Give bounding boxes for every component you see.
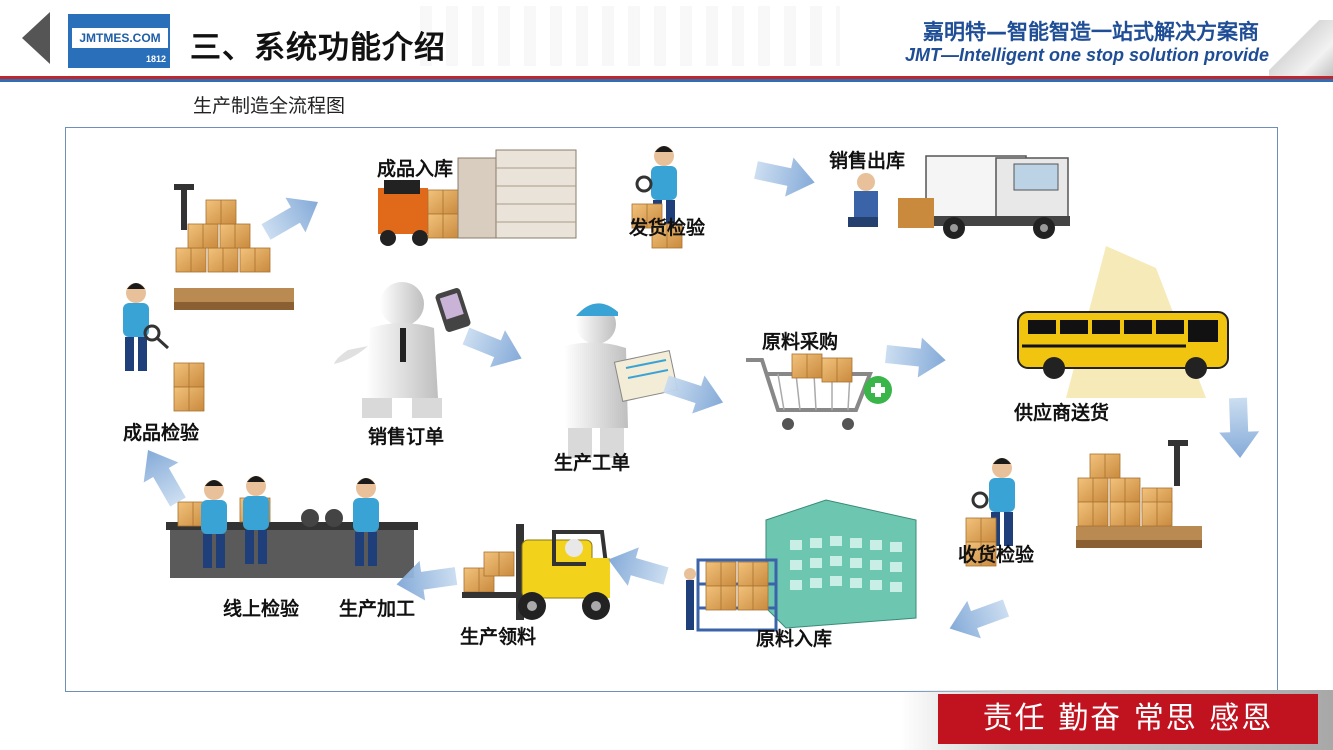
step-label-production-processing: 生产加工 (339, 598, 416, 620)
step-label-production-work-order: 生产工单 (554, 452, 631, 474)
sales-order-illustration (334, 282, 471, 418)
back-arrow-icon (22, 12, 50, 64)
arrow-shipping-inspection-to-delivery (751, 150, 819, 203)
header-divider-blue (0, 79, 1333, 82)
arrow-receiving-to-warehousing (942, 589, 1013, 648)
arrow-order-to-workorder (458, 317, 530, 378)
arrow-purchase-to-supplier (883, 334, 948, 381)
raw-material-warehousing-illustration (684, 499, 917, 632)
production-material-picking-illustration (462, 524, 610, 620)
step-label-receiving-inspection: 收货检验 (958, 544, 1035, 566)
receiving-inspection-illustration (965, 440, 1202, 567)
company-name-en: JMT—Intelligent one stop solution provid… (905, 45, 1269, 65)
logo-year: 1812 (145, 54, 166, 64)
production-work-order-illustration (564, 303, 679, 458)
company-logo: JMTMES.COM 1812 (66, 12, 172, 70)
arrow-inspection-to-finished-inspection (130, 440, 196, 512)
arrow-supplier-to-receiving (1218, 397, 1261, 459)
step-label-finished-goods-inspection: 成品检验 (123, 422, 200, 444)
finished-goods-warehousing-illustration (378, 149, 577, 246)
step-label-sales-order: 销售订单 (368, 426, 445, 448)
production-line-illustration (166, 476, 418, 578)
page-title: 三、系统功能介绍 (190, 30, 446, 66)
logo-text: JMTMES.COM (72, 28, 168, 48)
step-label-production-material-picking: 生产领料 (460, 626, 537, 648)
step-label-raw-material-purchase: 原料采购 (762, 331, 839, 353)
supplier-delivery-illustration (1017, 246, 1229, 398)
step-label-raw-material-warehousing: 原料入库 (756, 628, 833, 650)
step-label-supplier-delivery: 供应商送货 (1014, 402, 1110, 424)
page-curl-decoration (1269, 20, 1333, 80)
arrow-warehousing-to-picking (602, 540, 672, 596)
header-divider-red (0, 76, 1333, 79)
section-subtitle: 生产制造全流程图 (193, 95, 346, 117)
step-label-sales-delivery: 销售出库 (829, 150, 906, 172)
sales-delivery-illustration (848, 155, 1070, 239)
header-watermark (420, 6, 840, 66)
shipping-inspection-illustration (631, 146, 683, 249)
raw-material-purchase-illustration (746, 353, 892, 430)
finished-goods-inspection-illustration (123, 184, 294, 412)
company-name-cn: 嘉明特—智能智造一站式解决方案商 (923, 20, 1259, 44)
step-label-finished-goods-warehousing: 成品入库 (377, 158, 454, 180)
arrow-finished-inspection-to-warehousing (256, 184, 328, 250)
slide-header: JMTMES.COM 1812 三、系统功能介绍 嘉明特—智能智造一站式解决方案… (0, 0, 1333, 84)
step-label-shipping-inspection: 发货检验 (629, 217, 706, 239)
company-motto: 责任 勤奋 常思 感恩 (938, 694, 1318, 744)
flow-illustration (123, 146, 1261, 648)
process-flow-diagram: 销售订单 生产工单 原料采购 供应商送货 收货检验 原料入库 生产领料 生产加工… (65, 127, 1278, 692)
step-label-online-inspection: 线上检验 (223, 598, 300, 620)
